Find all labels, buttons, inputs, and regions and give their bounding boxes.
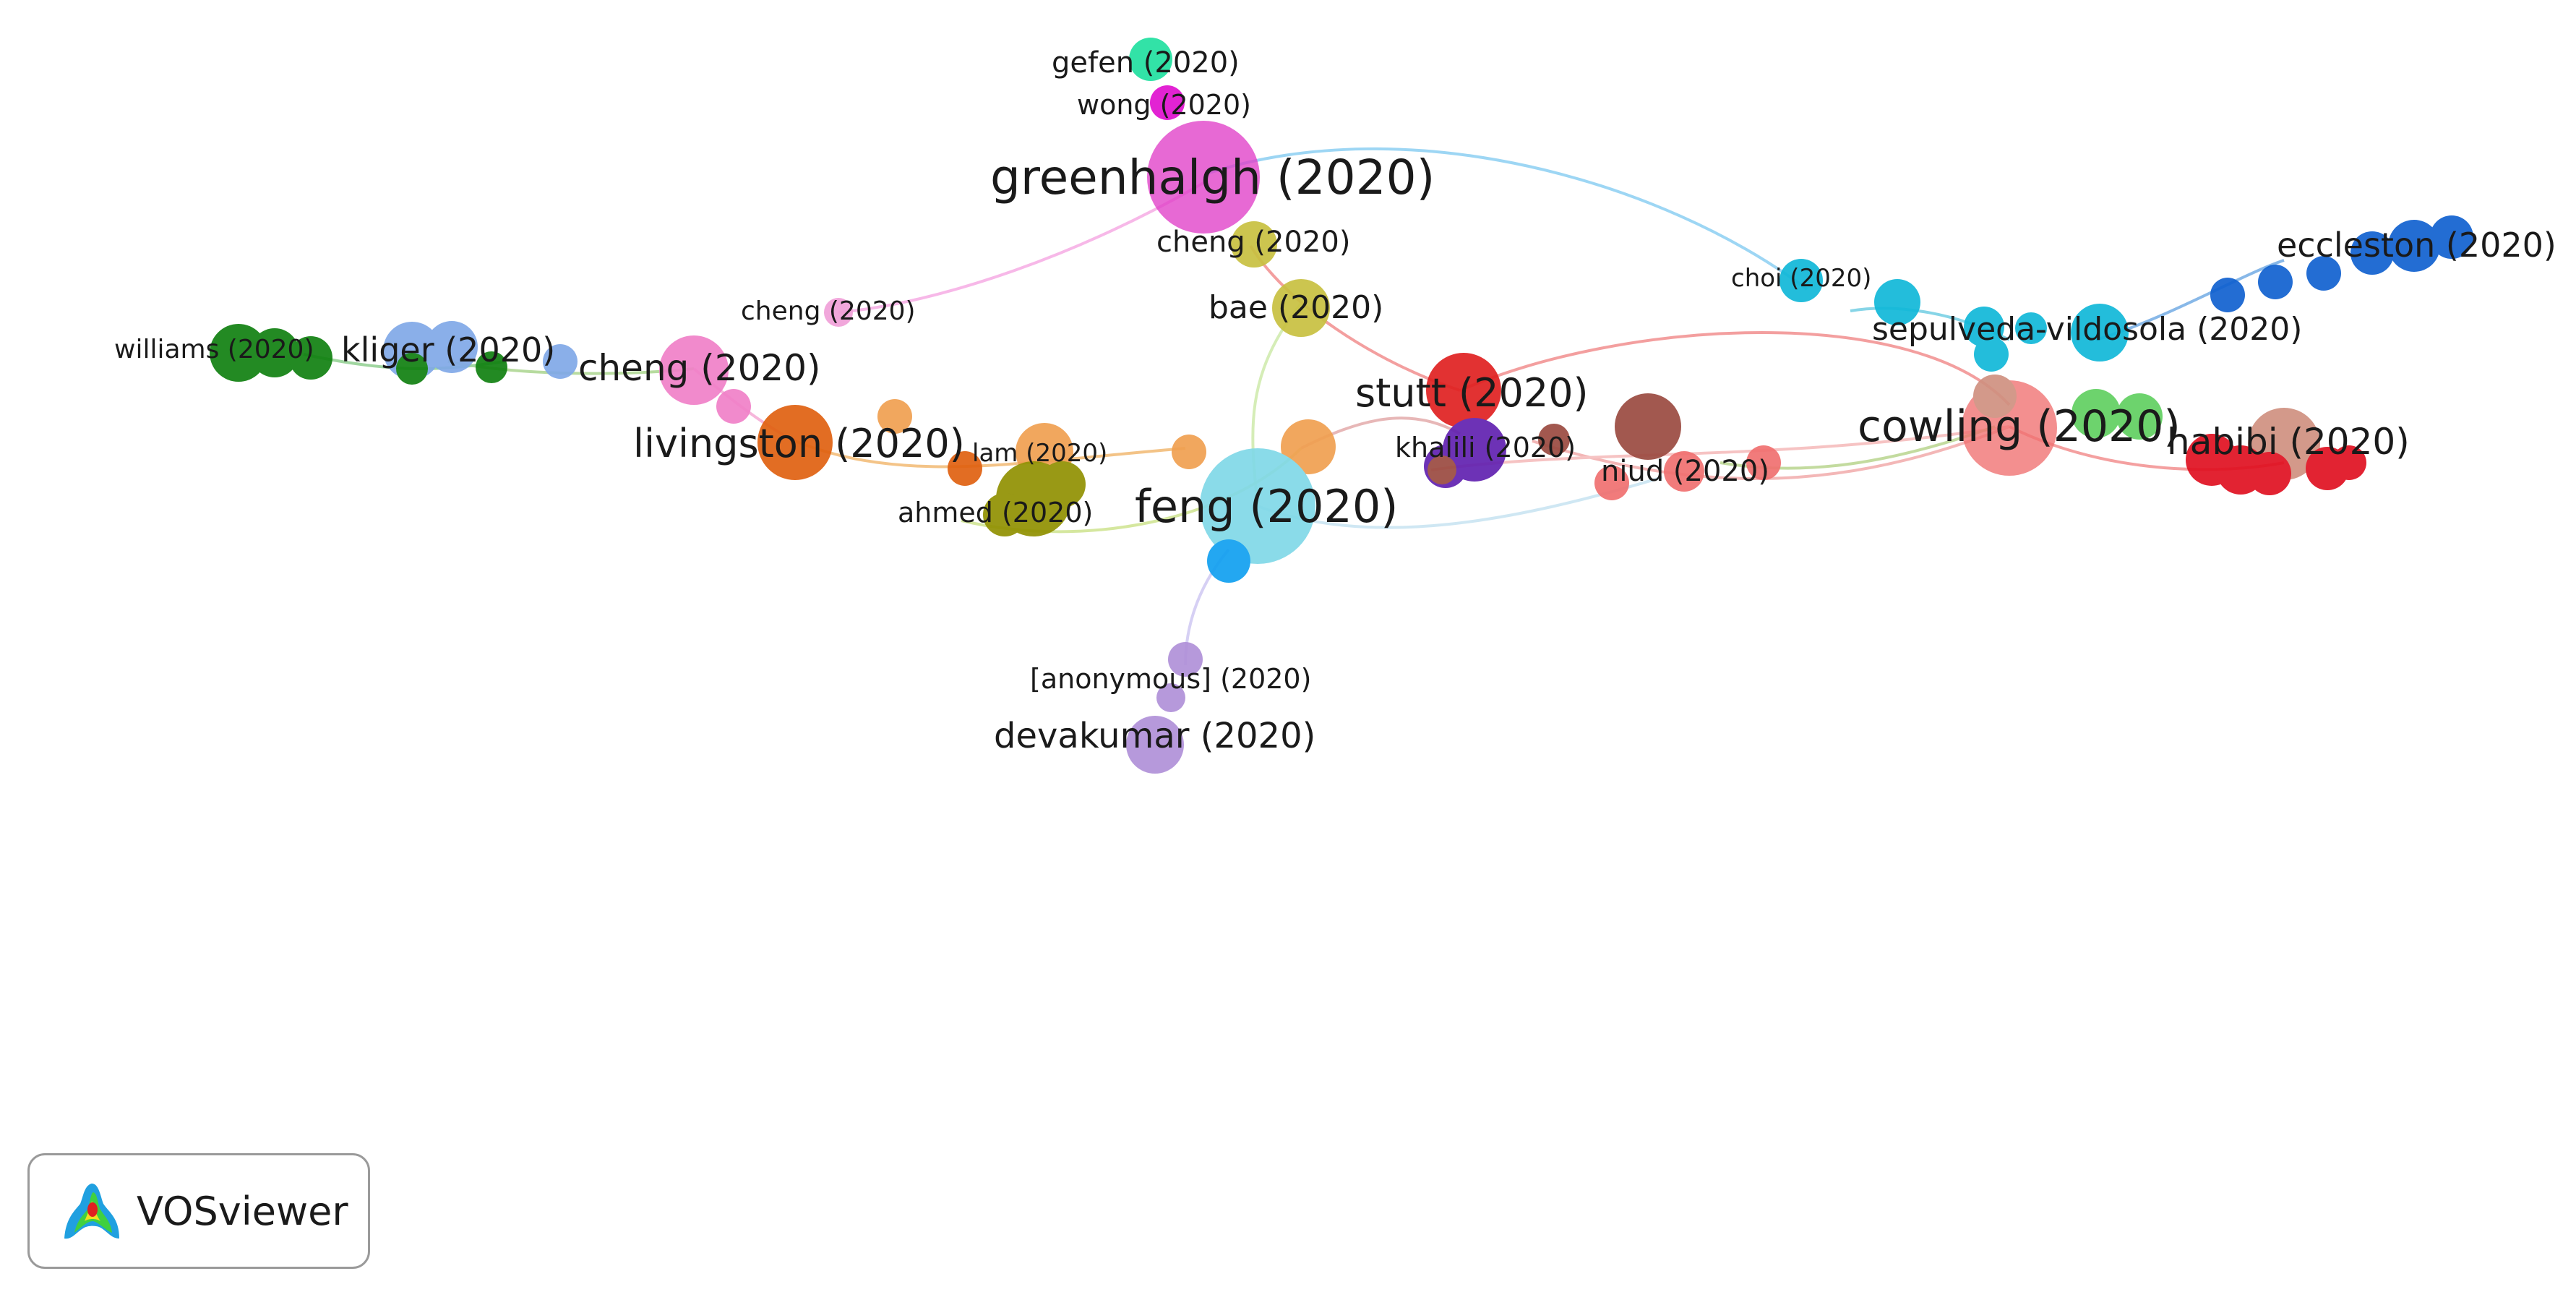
node-niud[interactable] (1594, 466, 1629, 500)
node-green-2[interactable] (2116, 393, 2163, 440)
node-lam-2[interactable] (1172, 435, 1206, 469)
node-ahmed-3[interactable] (983, 493, 1026, 536)
node-cyan-2[interactable] (1964, 307, 2004, 347)
node-cyan-3[interactable] (2015, 312, 2047, 344)
node-cowling-2[interactable] (1973, 375, 2017, 418)
node-lam-3[interactable] (1281, 419, 1336, 474)
node-layer (210, 38, 2473, 774)
label-cheng-top[interactable]: cheng (2020) (1156, 226, 1350, 259)
node-anonymous[interactable] (1168, 642, 1203, 677)
link (1249, 244, 1461, 392)
node-khalili-4[interactable] (1538, 424, 1570, 455)
node-feng[interactable] (1200, 448, 1315, 564)
node-khalili-3[interactable] (1427, 455, 1456, 484)
node-eccleston[interactable] (2350, 231, 2394, 275)
node-greenhalgh[interactable] (1147, 121, 1260, 234)
label-devakumar[interactable]: devakumar (2020) (994, 716, 1315, 756)
link (838, 179, 1208, 314)
node-cyan-4[interactable] (1974, 337, 2009, 372)
label-greenhalgh[interactable]: greenhalgh (2020) (990, 150, 1435, 205)
label-ahmed[interactable]: ahmed (2020) (898, 497, 1093, 529)
label-khalili[interactable]: khalili (2020) (1395, 432, 1576, 463)
node-habibi-6[interactable] (2332, 445, 2366, 480)
node-eccleston-2[interactable] (2388, 220, 2440, 272)
node-livingston-3[interactable] (948, 451, 982, 486)
node-kliger-3[interactable] (396, 353, 428, 385)
label-kliger[interactable]: kliger (2020) (341, 330, 555, 369)
node-cheng-small[interactable] (824, 298, 853, 327)
node-feng-2[interactable] (1207, 539, 1250, 583)
label-niud[interactable]: niud (2020) (1601, 455, 1769, 488)
node-kliger-5[interactable] (543, 344, 578, 379)
label-feng[interactable]: feng (2020) (1135, 480, 1399, 533)
node-niud-2[interactable] (1664, 451, 1704, 492)
label-sepulveda[interactable]: sepulveda-vildosola (2020) (1872, 311, 2302, 348)
node-cheng-mid[interactable] (659, 335, 729, 405)
node-eccleston-3[interactable] (2430, 215, 2473, 259)
node-brown[interactable] (1615, 393, 1681, 460)
node-choi[interactable] (1779, 259, 1823, 302)
node-green[interactable] (2071, 389, 2121, 438)
vosviewer-brand-label: VOSviewer (137, 1188, 348, 1234)
label-stutt[interactable]: stutt (2020) (1355, 370, 1589, 416)
label-cheng-mid[interactable]: cheng (2020) (578, 347, 821, 389)
node-cheng-mid-2[interactable] (716, 389, 751, 424)
node-blue-3[interactable] (2306, 256, 2341, 291)
label-habibi[interactable]: habibi (2020) (2167, 421, 2410, 463)
label-bae[interactable]: bae (2020) (1208, 289, 1383, 326)
node-wong[interactable] (1150, 85, 1185, 120)
node-williams-3[interactable] (289, 336, 332, 380)
node-kliger-4[interactable] (476, 351, 507, 383)
node-bae[interactable] (1272, 279, 1330, 337)
node-sepulveda[interactable] (2071, 304, 2129, 361)
node-blue-2[interactable] (2258, 265, 2293, 299)
link (1459, 331, 2011, 406)
link (1206, 147, 1808, 291)
node-anonymous-2[interactable] (1156, 683, 1185, 712)
vosviewer-logo-icon (64, 1184, 119, 1239)
label-gefen[interactable]: gefen (2020) (1052, 46, 1240, 80)
link (1532, 425, 2010, 481)
node-williams[interactable] (210, 324, 267, 382)
label-cheng-small[interactable]: cheng (2020) (741, 296, 916, 326)
vosviewer-badge[interactable]: VOSviewer (27, 1153, 370, 1269)
node-devakumar[interactable] (1126, 716, 1184, 774)
label-cowling[interactable]: cowling (2020) (1858, 401, 2181, 452)
node-stutt[interactable] (1426, 353, 1501, 428)
node-niud-3[interactable] (1746, 445, 1781, 480)
label-eccleston[interactable]: eccleston (2020) (2277, 226, 2556, 265)
label-anonymous[interactable]: [anonymous] (2020) (1030, 663, 1311, 695)
node-livingston-2[interactable] (877, 399, 912, 434)
label-lam[interactable]: lam (2020) (972, 439, 1107, 468)
node-cheng-top[interactable] (1231, 221, 1277, 268)
label-livingston[interactable]: livingston (2020) (633, 421, 965, 466)
node-habibi-4[interactable] (2248, 452, 2291, 495)
node-gefen[interactable] (1129, 38, 1172, 81)
node-kliger-2[interactable] (426, 321, 478, 373)
node-livingston[interactable] (757, 405, 833, 480)
label-layer: gefen (2020) wong (2020) greenhalgh (202… (114, 46, 2556, 756)
node-williams-2[interactable] (250, 328, 299, 377)
label-wong[interactable]: wong (2020) (1077, 89, 1251, 121)
node-blue-1[interactable] (2210, 278, 2245, 312)
node-cyan-1[interactable] (1874, 279, 1920, 325)
label-williams[interactable]: williams (2020) (114, 335, 314, 364)
node-ahmed-2[interactable] (1039, 461, 1086, 508)
label-choi[interactable]: choi (2020) (1731, 264, 1871, 293)
